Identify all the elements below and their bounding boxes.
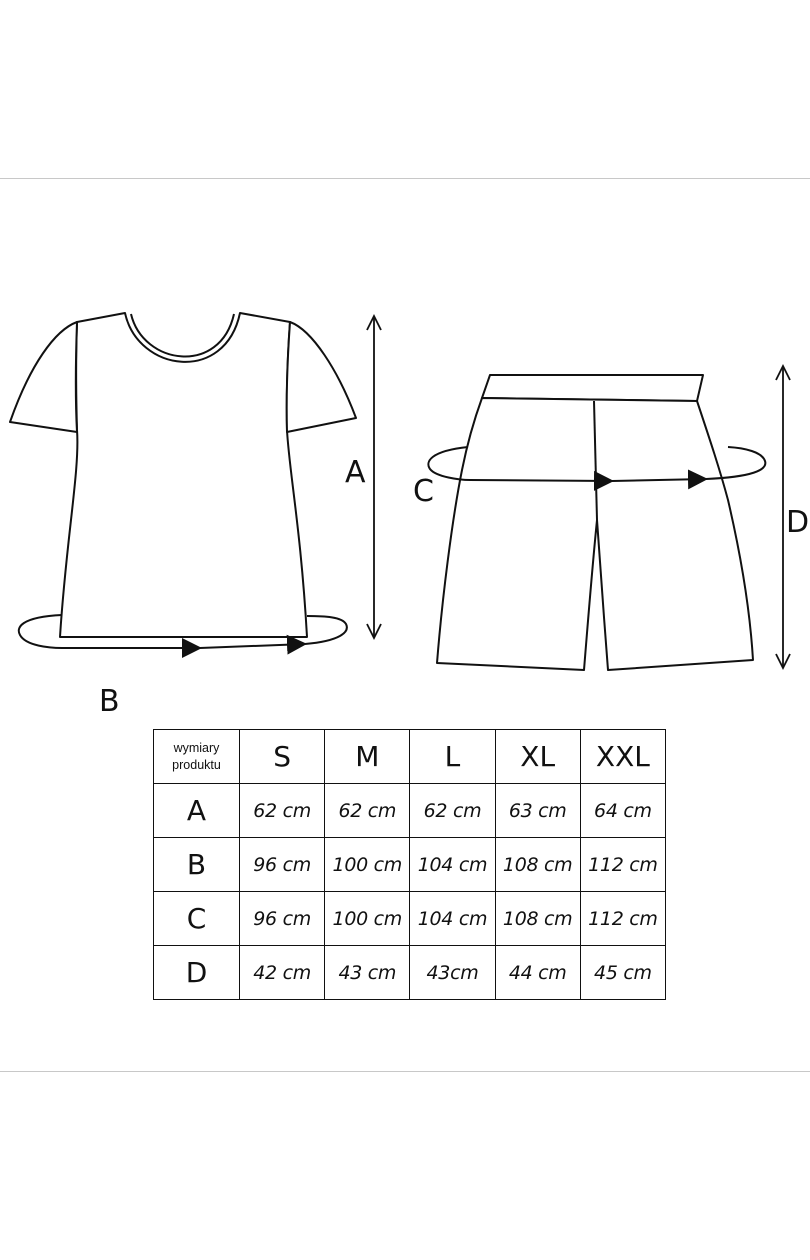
table-cell: 100 cm xyxy=(324,891,411,946)
table-row: D 42 cm 43 cm 43cm 44 cm 45 cm xyxy=(153,945,667,1000)
table-cell: 108 cm xyxy=(494,891,581,946)
size-header-m: M xyxy=(324,729,411,784)
tshirt-left-sleeve xyxy=(9,321,78,433)
table-cell: 43cm xyxy=(409,945,496,1000)
table-cell: 43 cm xyxy=(324,945,411,1000)
shorts-legs xyxy=(436,397,754,671)
table-header-row: wymiary produktu S M L XL XXL xyxy=(153,729,667,784)
label-b: B xyxy=(99,684,120,719)
label-c: C xyxy=(413,474,434,509)
table-cell: 112 cm xyxy=(579,837,667,892)
table-cell: 44 cm xyxy=(494,945,581,1000)
table-cell: 45 cm xyxy=(579,945,667,1000)
hip-measure-loop xyxy=(427,446,767,491)
shorts-drawing xyxy=(436,374,754,671)
table-cell: 62 cm xyxy=(324,783,411,838)
tshirt-neckline xyxy=(130,313,235,358)
length-arrow-d xyxy=(775,363,791,671)
top-divider xyxy=(0,178,810,179)
length-arrow-a xyxy=(366,313,382,641)
tshirt-right-sleeve xyxy=(285,321,357,433)
garment-measurement-diagram: A C D xyxy=(9,312,809,671)
tshirt-body xyxy=(59,312,308,638)
table-cell: 62 cm xyxy=(409,783,496,838)
tshirt-drawing xyxy=(9,312,357,638)
corner-line-2: produktu xyxy=(172,757,221,772)
size-header-s: S xyxy=(238,729,326,784)
label-a: A xyxy=(345,455,366,490)
table-cell: 96 cm xyxy=(238,837,326,892)
table-cell: 112 cm xyxy=(579,891,667,946)
table-row: A 62 cm 62 cm 62 cm 63 cm 64 cm xyxy=(153,783,667,838)
row-label-b: B xyxy=(153,837,240,892)
table-row: C 96 cm 100 cm 104 cm 108 cm 112 cm xyxy=(153,891,667,946)
table-cell: 63 cm xyxy=(494,783,581,838)
table-cell: 96 cm xyxy=(238,891,326,946)
shorts-center-seam xyxy=(593,400,598,521)
table-cell: 42 cm xyxy=(238,945,326,1000)
size-header-xxl: XXL xyxy=(579,729,667,784)
table-corner-header: wymiary produktu xyxy=(153,729,240,784)
table-row: B 96 cm 100 cm 104 cm 108 cm 112 cm xyxy=(153,837,667,892)
corner-line-1: wymiary xyxy=(173,740,220,755)
bottom-divider xyxy=(0,1071,810,1072)
table-cell: 108 cm xyxy=(494,837,581,892)
row-label-d: D xyxy=(153,945,240,1000)
table-cell: 62 cm xyxy=(238,783,326,838)
table-cell: 104 cm xyxy=(409,891,496,946)
label-d: D xyxy=(786,505,809,540)
table-cell: 64 cm xyxy=(579,783,667,838)
table-cell: 104 cm xyxy=(409,837,496,892)
hem-measure-loop xyxy=(17,614,348,658)
table-cell: 100 cm xyxy=(324,837,411,892)
size-chart-table: wymiary produktu S M L XL XXL A 62 cm 62… xyxy=(153,729,667,1000)
shorts-waistband xyxy=(481,374,704,402)
row-label-c: C xyxy=(153,891,240,946)
row-label-a: A xyxy=(153,783,240,838)
size-header-xl: XL xyxy=(494,729,581,784)
size-header-l: L xyxy=(409,729,496,784)
